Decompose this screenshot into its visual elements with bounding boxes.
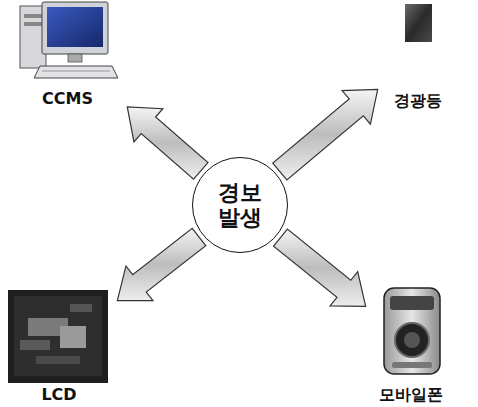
node-label: 모바일폰 [379, 385, 443, 406]
computer-icon [20, 2, 118, 78]
phone-icon [384, 288, 440, 374]
node-label: CCMS [42, 89, 93, 110]
block-arrow [117, 228, 205, 300]
block-arrow [274, 229, 366, 306]
node-label: LCD [41, 385, 76, 406]
node-label: 경광등 [394, 91, 442, 112]
output-device: LCD [3, 286, 115, 406]
node-label: 경보 발생 [214, 180, 267, 231]
lcd-picture [8, 290, 108, 383]
warning-light-icon [405, 4, 432, 42]
block-arrow [273, 89, 378, 180]
alarm-circle: 경보 발생 [192, 157, 288, 253]
output-device: 모바일폰 [368, 280, 454, 406]
block-arrow [127, 107, 208, 179]
output-device: CCMS [10, 0, 125, 110]
output-device: 경광등 [380, 0, 455, 112]
